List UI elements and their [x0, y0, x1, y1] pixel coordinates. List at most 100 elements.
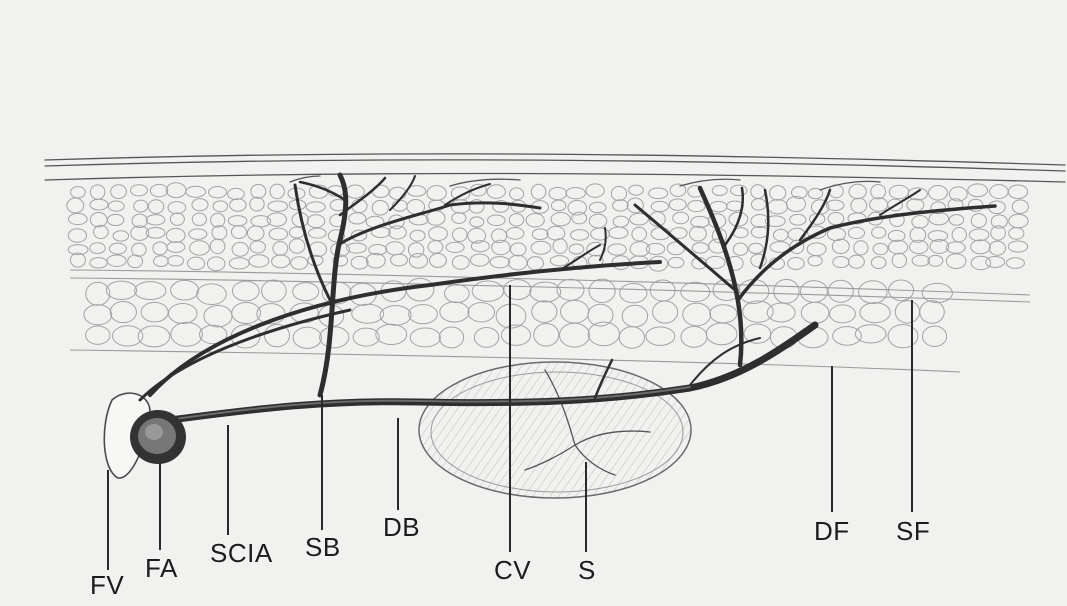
- fat-lobule: [410, 328, 440, 347]
- fat-lobule: [289, 239, 305, 253]
- fat-lobule: [968, 184, 988, 197]
- fat-lobule: [609, 227, 628, 238]
- fat-lobule: [268, 201, 287, 212]
- fat-lobule: [971, 240, 991, 254]
- fat-lobule: [586, 184, 604, 197]
- fat-lobule: [751, 185, 765, 199]
- fat-lobule: [681, 326, 707, 347]
- fat-lobule: [251, 184, 266, 198]
- fat-lobule: [770, 186, 786, 201]
- fat-lobule: [553, 239, 567, 254]
- fat-lobule: [128, 255, 143, 268]
- fat-lobule: [230, 199, 246, 212]
- fat-lobule: [307, 215, 324, 228]
- fat-lobule: [90, 185, 104, 199]
- fat-lobule: [389, 226, 406, 239]
- fat-lobule: [691, 216, 710, 227]
- fat-lobule: [895, 301, 919, 323]
- fat-lobule: [790, 214, 806, 225]
- fat-lobule: [608, 244, 626, 255]
- fat-lobule: [273, 242, 288, 256]
- fat-lobule: [68, 213, 87, 224]
- fat-lobule: [272, 255, 290, 268]
- fat-lobule: [148, 200, 163, 214]
- fat-lobule: [828, 280, 853, 302]
- fat-lobule: [710, 305, 737, 323]
- fat-lobule: [731, 185, 747, 196]
- skin-surface: [45, 154, 1065, 182]
- fat-lobule: [673, 212, 689, 224]
- fat-lobule: [171, 322, 202, 346]
- fat-lobule: [154, 256, 169, 267]
- fat-lobule: [488, 215, 506, 226]
- fat-lobule: [849, 255, 865, 268]
- fat-lobule: [860, 303, 890, 323]
- fat-lobule: [168, 202, 186, 214]
- fat-lobule: [589, 202, 606, 212]
- fat-lobule: [801, 302, 829, 323]
- fat-lobule: [928, 255, 943, 266]
- fat-lobule: [534, 323, 559, 346]
- fat-lobule: [751, 215, 769, 228]
- fat-lobule: [990, 185, 1009, 199]
- fat-lobule: [372, 200, 388, 215]
- fat-lobule: [132, 243, 147, 256]
- fat-lobule: [683, 303, 711, 326]
- fat-lobule: [90, 213, 107, 227]
- fat-lobule: [706, 323, 737, 345]
- sartorius-muscle: [419, 362, 691, 498]
- fat-lobule: [532, 301, 557, 323]
- fat-lobule: [269, 228, 288, 240]
- fat-lobule: [90, 258, 108, 268]
- fat-lobule: [828, 212, 844, 224]
- fat-lobule: [293, 283, 319, 301]
- fat-lobule: [888, 325, 918, 348]
- fat-lobule: [629, 185, 643, 195]
- fat-lobule: [946, 254, 966, 269]
- fat-lobule: [1009, 214, 1028, 228]
- fat-lobule: [406, 278, 433, 301]
- fat-lobule: [888, 230, 905, 241]
- fat-lobule: [270, 184, 284, 199]
- fat-lobule: [90, 243, 105, 254]
- fat-lobule: [250, 197, 264, 211]
- fat-lobule: [744, 324, 771, 343]
- fat-lobule: [646, 243, 664, 254]
- fat-lobule: [501, 325, 530, 345]
- fat-lobule: [111, 185, 127, 199]
- fat-lobule: [619, 327, 644, 349]
- fat-lobule: [186, 186, 206, 197]
- fat-lobule: [67, 198, 84, 213]
- fat-lobule: [653, 301, 678, 323]
- fat-lobule: [670, 184, 686, 196]
- fat-lobule: [228, 188, 245, 199]
- fat-lobule: [767, 303, 795, 322]
- fat-lobule: [922, 326, 946, 346]
- fat-lobule: [1008, 185, 1027, 199]
- fat-lobule: [589, 214, 606, 228]
- fat-lobule: [808, 256, 822, 266]
- fat-lobule: [569, 244, 584, 254]
- fat-lobule: [134, 200, 148, 212]
- fat-lobule: [768, 199, 788, 213]
- fat-lobule: [851, 198, 867, 213]
- fat-lobule: [439, 327, 463, 348]
- fat-lobule: [751, 226, 768, 237]
- label-fv: FV: [90, 570, 124, 601]
- fat-lobule: [213, 201, 228, 212]
- fat-lobule: [130, 185, 147, 196]
- fat-lobule: [346, 185, 364, 198]
- fat-lobule: [107, 214, 124, 225]
- fat-lobule: [509, 214, 524, 226]
- fat-lobule: [197, 284, 227, 305]
- fat-lobule: [572, 212, 587, 224]
- label-db: DB: [383, 512, 420, 543]
- fat-lobule: [908, 188, 927, 200]
- fat-lobule: [427, 211, 445, 225]
- fat-lobule: [622, 305, 647, 327]
- fat-lobule: [550, 256, 568, 266]
- fat-lobule: [989, 241, 1005, 255]
- fat-lobule: [504, 280, 531, 300]
- fat-lobule: [153, 242, 167, 255]
